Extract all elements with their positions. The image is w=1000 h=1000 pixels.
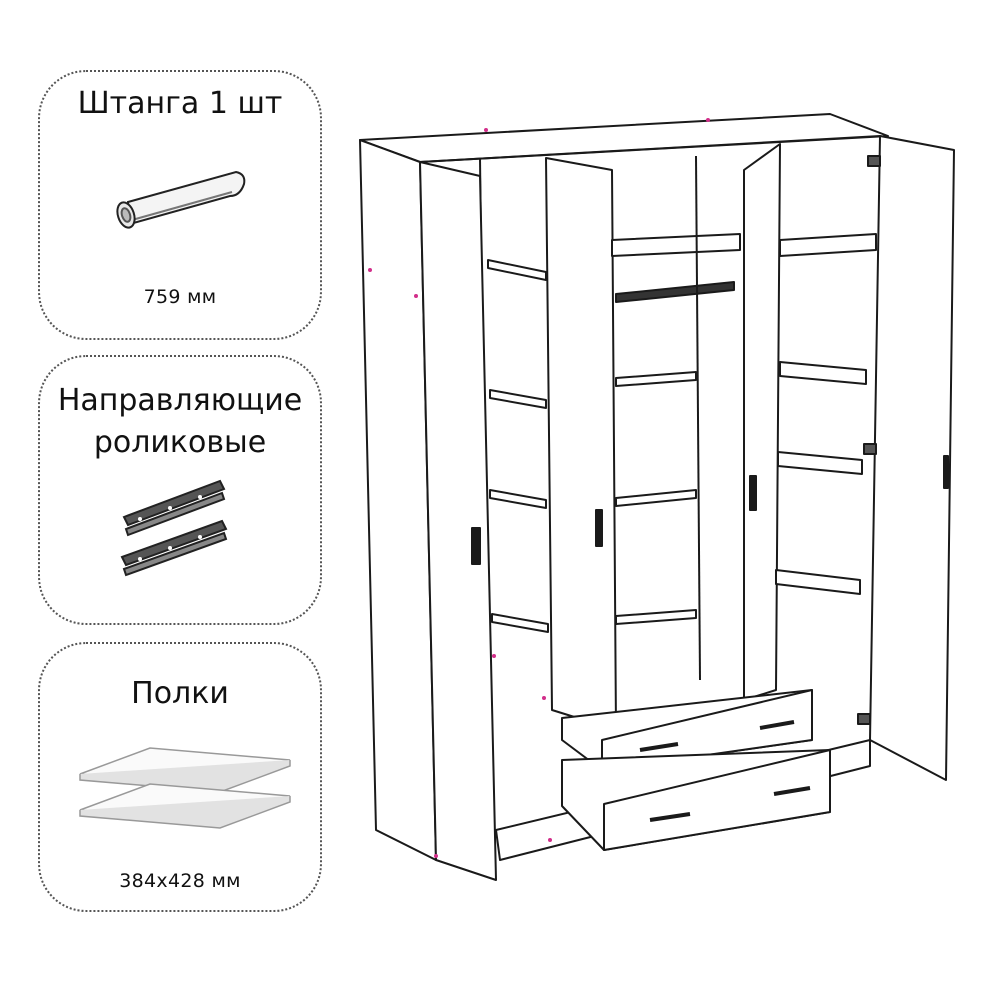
drawer-rails-icon [120,479,228,577]
rails-card: Направляющие роликовые [38,355,322,625]
shelves-size: 384х428 мм [119,870,241,892]
rails-title-line1: Направляющие [57,383,303,418]
wardrobe-line-drawing [359,113,955,881]
rod-size: 759 мм [143,286,217,308]
shelves-title: Полки [131,676,229,711]
shelves-icon [79,747,291,829]
shelves-card: Полки 384х428 мм [38,642,322,912]
hanging-rod-icon [116,170,246,229]
rod-title: Штанга 1 шт [77,86,283,121]
rails-title-line2: роликовые [93,425,267,460]
rod-card: Штанга 1 шт 759 мм [38,70,322,340]
